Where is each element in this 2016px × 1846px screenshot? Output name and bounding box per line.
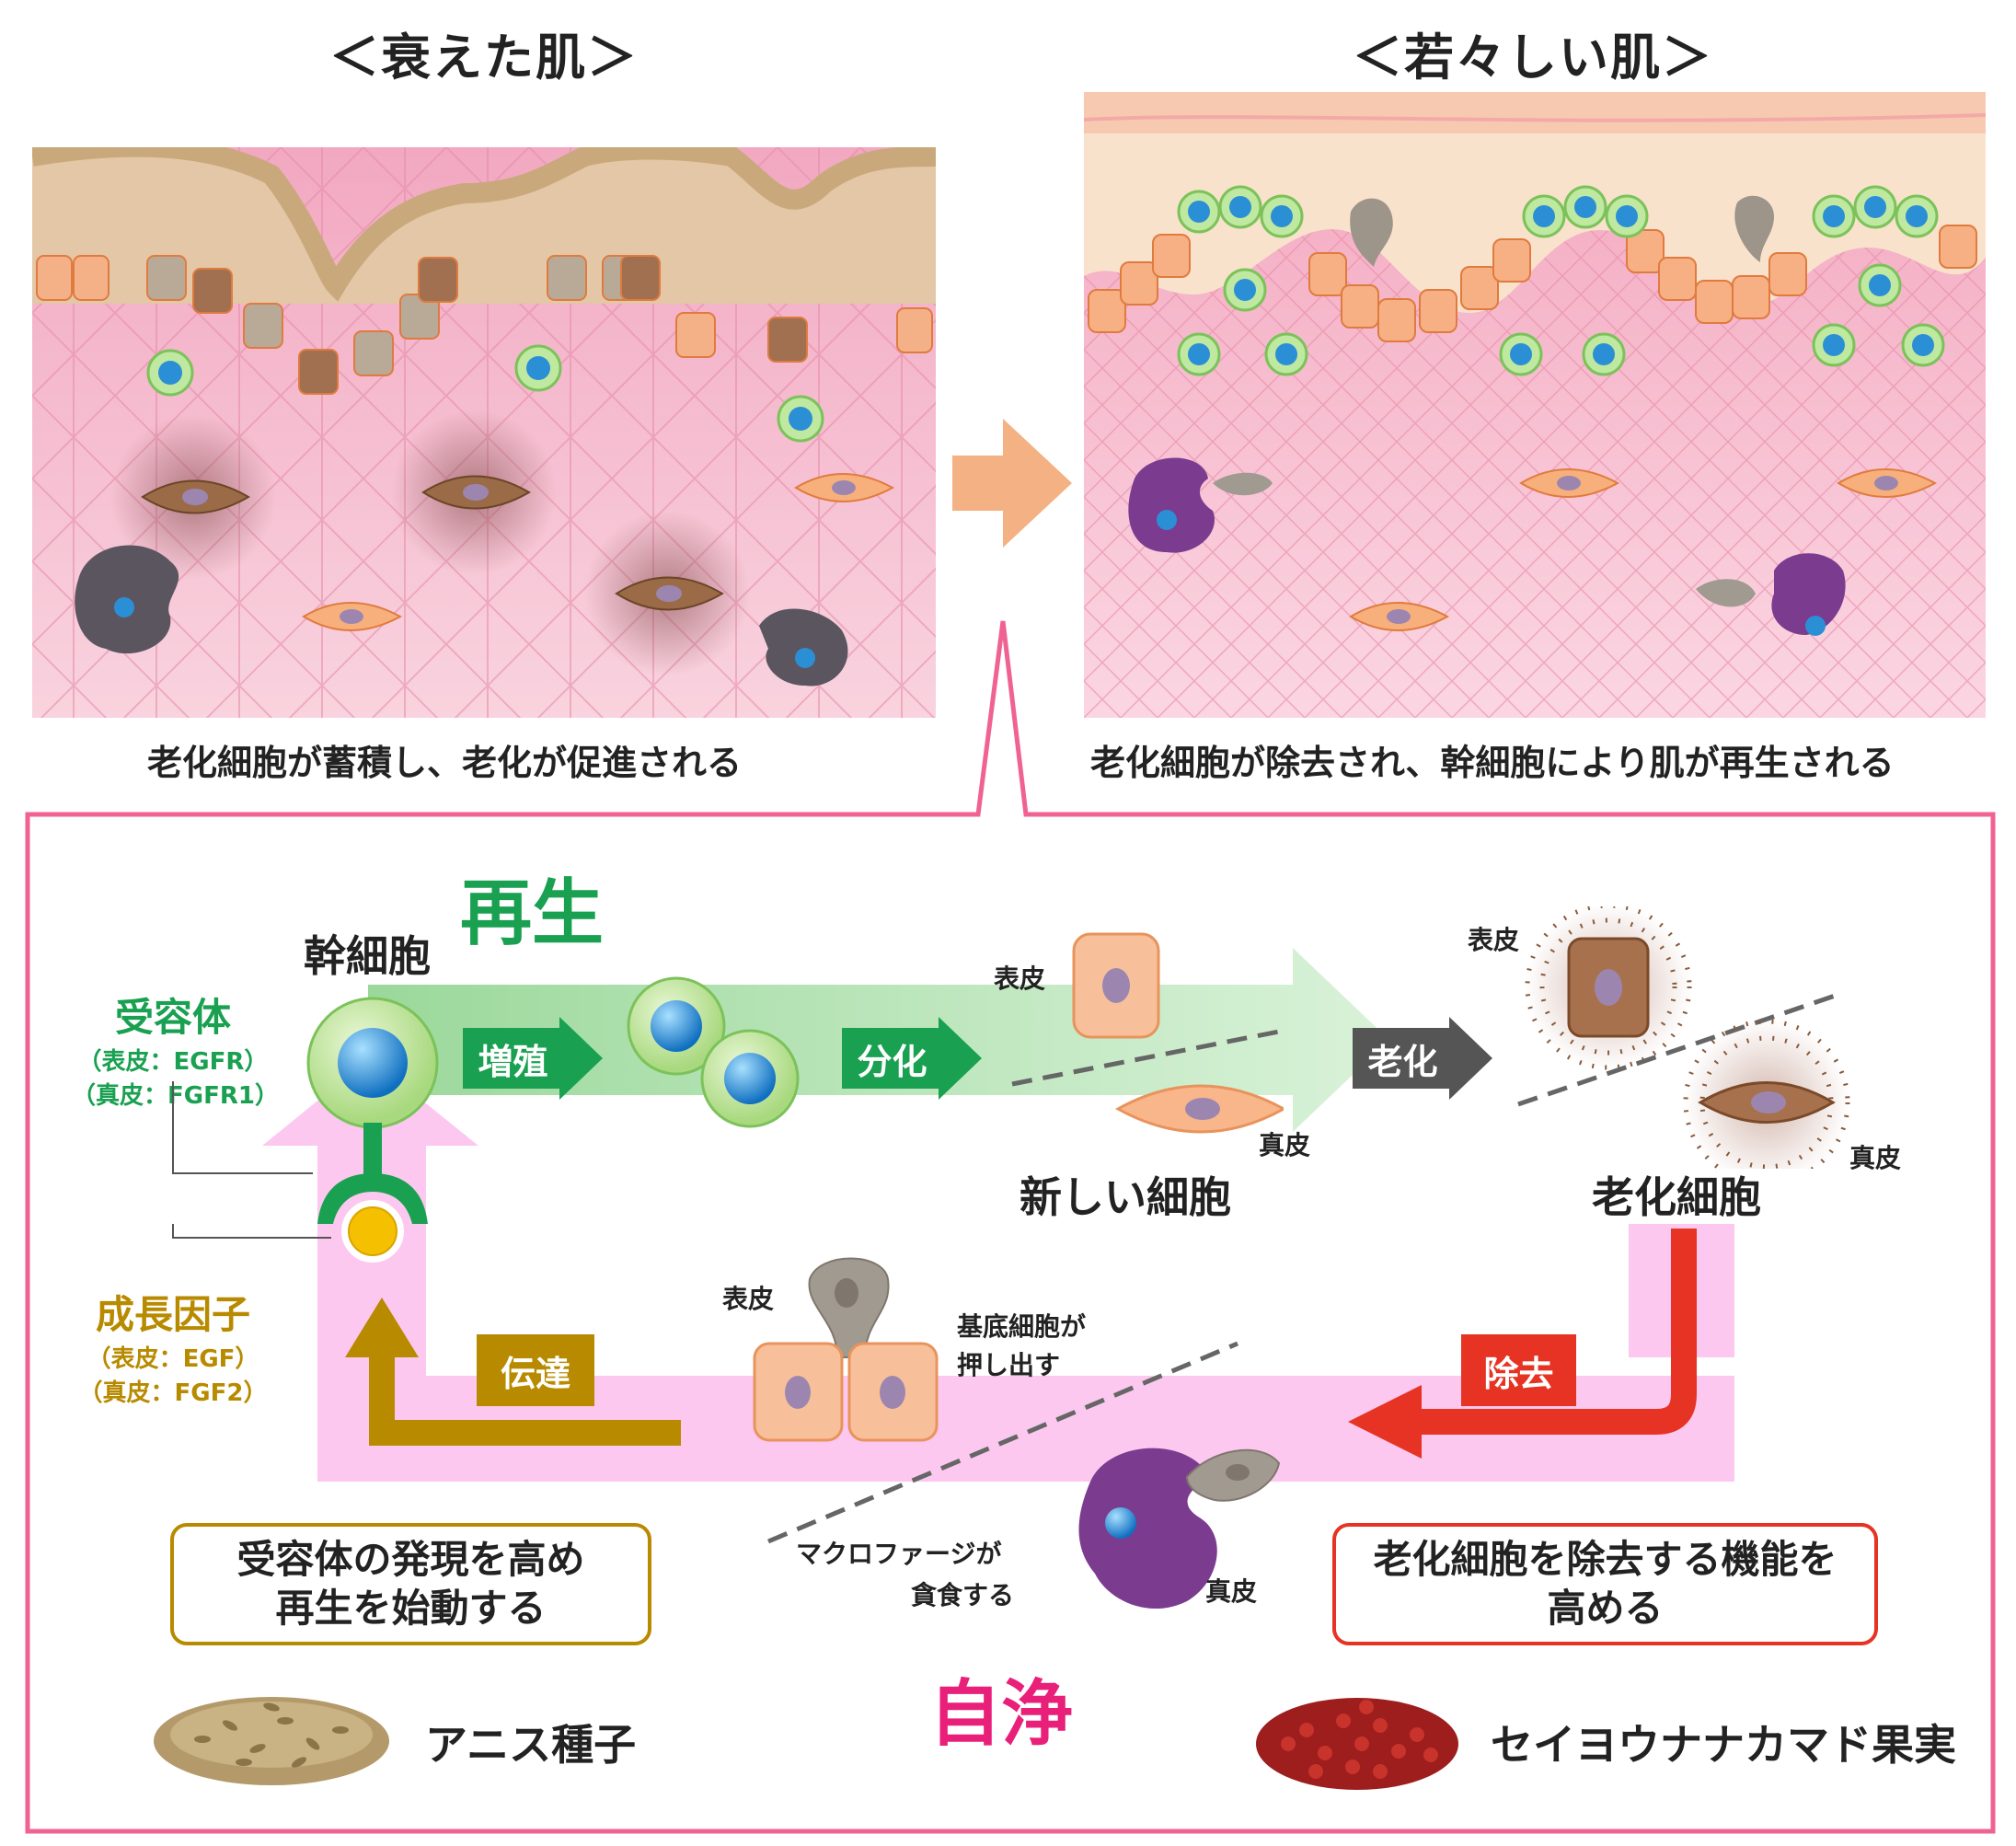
stem-cells-right: [1177, 185, 1945, 376]
macrophage-dermis-label: 真皮: [1205, 1576, 1258, 1607]
stem-cell-receptor-graphic: [172, 997, 439, 1263]
aging-label: 老化: [1367, 1041, 1438, 1082]
receptor-line2: （真皮：FGFR1）: [72, 1082, 279, 1110]
cycle-panel-frame: [25, 620, 1996, 1834]
anise-seed-label: アニス種子: [425, 1720, 637, 1770]
aged-skin-illustration: [32, 147, 936, 718]
new-cells-label: 新しい細胞: [1020, 1172, 1231, 1222]
senescent-cells-graphic: [1517, 906, 1850, 1169]
senescent-removal-box: 老化細胞を除去する機能を 高める: [1332, 1523, 1878, 1645]
left-panel-caption: 老化細胞が蓄積し、老化が促進される: [147, 743, 743, 783]
right-panel-caption: 老化細胞が除去され、幹細胞により肌が再生される: [1090, 743, 1895, 783]
anise-seed-image: [154, 1697, 389, 1785]
senescent-dermis-label: 真皮: [1849, 1143, 1902, 1173]
proliferation-arrow: [463, 1017, 603, 1100]
left-box-line2: 再生を始動する: [275, 1585, 547, 1631]
macrophage-graphic: [1078, 1448, 1281, 1609]
differentiation-arrow: [842, 1017, 982, 1100]
senescent-epidermis-label: 表皮: [1468, 925, 1520, 955]
receptor-title: 受容体: [114, 995, 231, 1040]
receptor-label-block: 受容体 （表皮：EGFR） （真皮：FGFR1）: [72, 986, 279, 1111]
basal-cell-row: [36, 255, 933, 395]
growth-factor-label-block: 成長因子 （表皮：EGF） （真皮：FGF2）: [72, 1284, 274, 1408]
new-cell-dermis-label: 真皮: [1259, 1130, 1311, 1160]
basal-push-line2: 押し出す: [957, 1350, 1061, 1380]
regeneration-title: 再生: [460, 872, 605, 955]
right-box-line2: 高める: [1547, 1585, 1664, 1631]
transmission-label: 伝達: [477, 1334, 594, 1406]
youthful-skin-illustration: [1084, 92, 1986, 718]
new-cell-epidermis-label: 表皮: [994, 963, 1046, 994]
rowan-berry-label: セイヨウナナカマド果実: [1491, 1720, 1956, 1770]
stem-cell-label: 幹細胞: [304, 931, 431, 981]
senescent-cells-label: 老化細胞: [1592, 1172, 1761, 1222]
new-cells-graphic: [1011, 932, 1284, 1134]
right-panel-title: ＜若々しい肌＞: [1353, 29, 1713, 87]
basal-cells-graphic: [753, 1257, 939, 1442]
right-box-line1: 老化細胞を除去する機能を: [1373, 1537, 1837, 1582]
basal-push-line1: 基底細胞が: [957, 1311, 1087, 1342]
differentiation-label: 分化: [857, 1041, 927, 1082]
left-panel-title: ＜衰えた肌＞: [329, 29, 639, 87]
purification-title: 自浄: [929, 1673, 1074, 1756]
left-box-line1: 受容体の発現を高め: [236, 1537, 585, 1582]
transmission-arrow: [345, 1298, 681, 1446]
aging-arrow: [1353, 1017, 1492, 1100]
growth-factor-line1: （表皮：EGF）: [86, 1345, 259, 1373]
macrophage-line1: マクロファージが: [796, 1539, 1002, 1569]
bottom-divider: [767, 1341, 1238, 1544]
basal-epidermis-label: 表皮: [722, 1284, 775, 1314]
rowan-berry-image: [1256, 1698, 1458, 1790]
transition-arrow: [952, 419, 1072, 548]
removal-label: 除去: [1461, 1334, 1576, 1406]
macrophage-line2: 貪食する: [911, 1580, 1015, 1610]
removal-arrow: [1348, 1229, 1697, 1459]
proliferation-label: 増殖: [478, 1041, 548, 1082]
receptor-line1: （表皮：EGFR）: [77, 1048, 269, 1076]
receptor-expression-box: 受容体の発現を高め 再生を始動する: [170, 1523, 651, 1645]
growth-factor-title: 成長因子: [95, 1292, 250, 1337]
proliferated-cells: [627, 976, 800, 1128]
growth-factor-line2: （真皮：FGF2）: [78, 1379, 268, 1407]
